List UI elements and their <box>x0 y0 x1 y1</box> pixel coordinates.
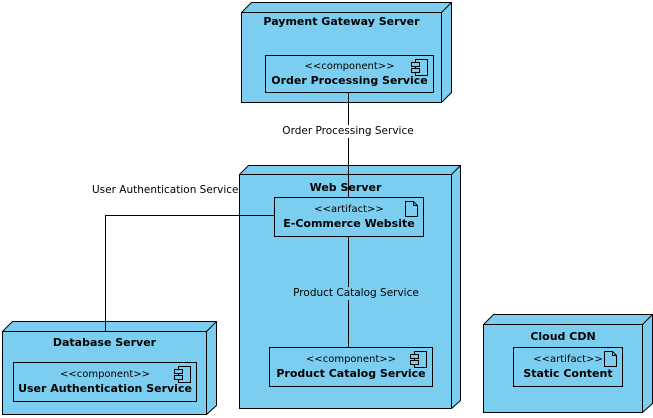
component-order-processing-service[interactable]: <<component>> Order Processing Service <box>265 55 434 93</box>
node-title: Cloud CDN <box>530 330 596 343</box>
component-user-authentication-service[interactable]: <<component>> User Authentication Servic… <box>13 362 197 402</box>
stereotype-label: <<component>> <box>59 369 151 380</box>
connector-label-order-processing: Order Processing Service <box>279 125 417 138</box>
connector-label-product-catalog: Product Catalog Service <box>290 287 422 300</box>
component-icon <box>411 59 428 76</box>
component-product-catalog-service[interactable]: <<component>> Product Catalog Service <box>269 347 433 387</box>
artifact-e-commerce-website[interactable]: <<artifact>> E-Commerce Website <box>274 197 424 237</box>
node-payment-gateway-server[interactable]: Payment Gateway Server <<component>> Ord… <box>241 2 453 103</box>
element-name: Static Content <box>523 367 613 380</box>
element-name: Order Processing Service <box>271 74 428 87</box>
connector-label-user-authentication: User Authentication Service <box>92 184 239 196</box>
stereotype-label: <<component>> <box>305 354 397 365</box>
element-name: Product Catalog Service <box>276 367 426 380</box>
node-title: Database Server <box>52 336 157 349</box>
element-name: E-Commerce Website <box>283 217 415 230</box>
node-title: Web Server <box>309 181 382 194</box>
artifact-icon <box>405 201 418 217</box>
component-icon <box>410 351 427 368</box>
node-title: Payment Gateway Server <box>263 15 420 28</box>
stereotype-label: <<artifact>> <box>533 354 603 365</box>
node-cloud-cdn[interactable]: Cloud CDN <<artifact>> Static Content <box>483 314 653 414</box>
stereotype-label: <<artifact>> <box>314 204 384 215</box>
element-name: User Authentication Service <box>18 382 192 395</box>
artifact-static-content[interactable]: <<artifact>> Static Content <box>513 347 623 387</box>
artifact-icon <box>604 351 617 367</box>
node-database-server[interactable]: Database Server <<component>> User Authe… <box>2 321 218 416</box>
stereotype-label: <<component>> <box>304 61 395 72</box>
component-icon <box>174 366 191 383</box>
